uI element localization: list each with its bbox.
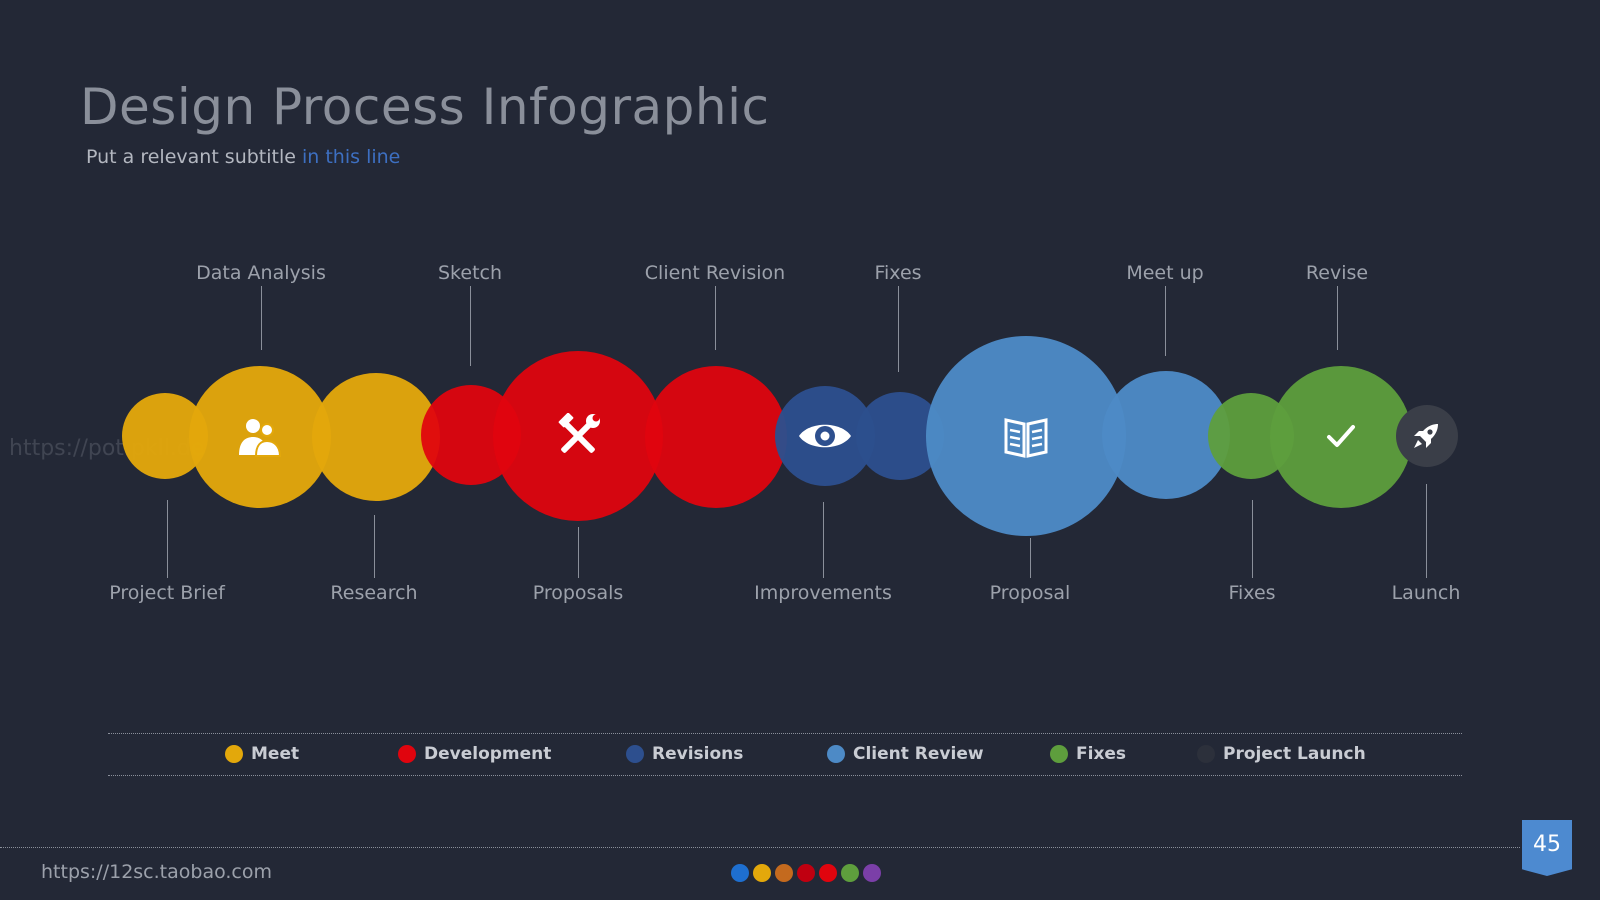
legend-dot bbox=[1197, 745, 1215, 763]
footer-rule bbox=[0, 847, 1520, 848]
subtitle-text: Put a relevant subtitle bbox=[86, 146, 302, 168]
book-icon bbox=[996, 406, 1056, 466]
footer-url[interactable]: https://12sc.taobao.com bbox=[41, 861, 272, 883]
development-circle bbox=[645, 366, 787, 508]
legend-dot bbox=[225, 745, 243, 763]
subtitle-highlight: in this line bbox=[302, 146, 401, 168]
connector-line bbox=[898, 286, 899, 372]
connector-line bbox=[1030, 538, 1031, 578]
page-title: Design Process Infographic bbox=[80, 78, 770, 136]
page-number-badge: 45 bbox=[1522, 820, 1572, 876]
step-label-bottom: Project Brief bbox=[109, 582, 225, 604]
legend-dot bbox=[1050, 745, 1068, 763]
legend-item-revisions: Revisions bbox=[626, 744, 743, 764]
legend-label: Fixes bbox=[1076, 744, 1127, 764]
eye-icon bbox=[795, 416, 855, 456]
footer-dot bbox=[863, 864, 881, 882]
fixes-circle bbox=[1270, 366, 1412, 508]
step-label-top: Revise bbox=[1305, 262, 1369, 284]
step-label-top: Fixes bbox=[874, 262, 922, 284]
step-label-bottom: Proposals bbox=[532, 582, 624, 604]
client-review-circle bbox=[926, 336, 1126, 536]
step-label-top: Client Revision bbox=[644, 262, 786, 284]
rocket-icon bbox=[1406, 416, 1446, 456]
legend-item-fixes: Fixes bbox=[1050, 744, 1126, 764]
legend-dot bbox=[827, 745, 845, 763]
legend-dot bbox=[398, 745, 416, 763]
check-icon bbox=[1321, 416, 1361, 456]
legend-label: Client Review bbox=[853, 744, 984, 764]
legend-item-project-launch: Project Launch bbox=[1197, 744, 1366, 764]
footer-dot bbox=[841, 864, 859, 882]
process-diagram: Data Analysis Sketch Client Revision Fix… bbox=[109, 262, 1461, 604]
footer-dot bbox=[775, 864, 793, 882]
step-label-top: Meet up bbox=[1126, 262, 1204, 284]
footer-dot bbox=[731, 864, 749, 882]
team-icon bbox=[228, 410, 292, 464]
legend-item-development: Development bbox=[398, 744, 551, 764]
connector-line bbox=[374, 515, 375, 578]
footer-dot bbox=[797, 864, 815, 882]
connector-line bbox=[1426, 484, 1427, 578]
step-label-bottom: Fixes bbox=[1228, 582, 1276, 604]
step-label-bottom: Launch bbox=[1391, 582, 1461, 604]
connector-line bbox=[1337, 286, 1338, 350]
step-label-bottom: Research bbox=[330, 582, 418, 604]
meet-circle bbox=[189, 366, 331, 508]
legend-label: Meet bbox=[251, 744, 300, 764]
legend-label: Development bbox=[424, 744, 552, 764]
footer-dot bbox=[819, 864, 837, 882]
legend-dot bbox=[626, 745, 644, 763]
footer-color-dots bbox=[731, 864, 885, 882]
step-label-top: Sketch bbox=[437, 262, 503, 284]
step-label-bottom: Improvements bbox=[754, 582, 892, 604]
connector-line bbox=[715, 286, 716, 350]
meet-circle bbox=[312, 373, 440, 501]
step-label-top: Data Analysis bbox=[196, 262, 326, 284]
footer-dot bbox=[753, 864, 771, 882]
connector-line bbox=[578, 527, 579, 578]
connector-line bbox=[470, 286, 471, 366]
legend-item-client-review: Client Review bbox=[827, 744, 984, 764]
connector-line bbox=[1252, 500, 1253, 578]
connector-line bbox=[1165, 286, 1166, 356]
step-label-bottom: Proposal bbox=[989, 582, 1071, 604]
tools-icon bbox=[548, 406, 608, 466]
legend-top-rule bbox=[108, 733, 1462, 734]
legend-label: Revisions bbox=[652, 744, 744, 764]
legend-label: Project Launch bbox=[1223, 744, 1366, 764]
connector-line bbox=[167, 500, 168, 578]
page-subtitle: Put a relevant subtitle in this line bbox=[86, 146, 400, 168]
legend-item-meet: Meet bbox=[225, 744, 299, 764]
legend-bottom-rule bbox=[108, 775, 1462, 776]
connector-line bbox=[261, 286, 262, 350]
connector-line bbox=[823, 502, 824, 578]
